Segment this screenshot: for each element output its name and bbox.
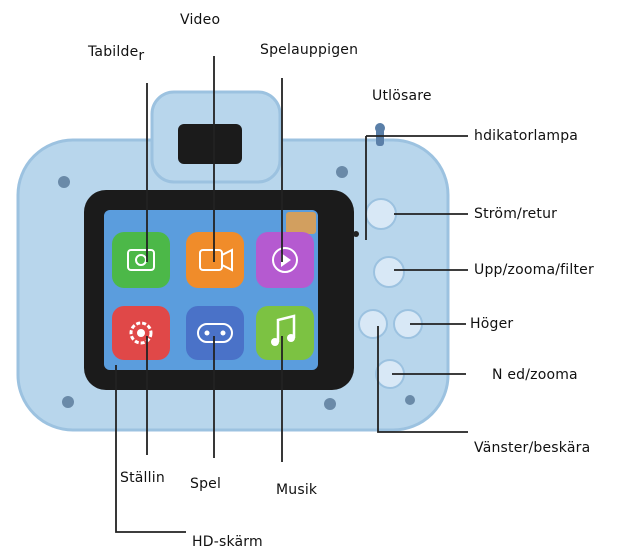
label-right: Höger: [470, 316, 514, 332]
power-button: [365, 198, 397, 230]
play-icon: [256, 232, 314, 288]
viewfinder-window: [178, 124, 242, 164]
indicator-light: [353, 231, 359, 237]
video-icon: [186, 232, 244, 288]
label-up: Upp/zooma/filter: [474, 262, 594, 278]
label-indicator: hdikatorlampa: [474, 128, 579, 144]
label-games: Spel: [190, 476, 222, 492]
leader-lines: [115, 56, 468, 533]
label-hd-screen: HD-skärm: [192, 534, 263, 550]
screw: [336, 166, 348, 178]
left-button: [358, 309, 388, 339]
screw: [62, 396, 74, 408]
label-take-photo: Tabilder: [88, 44, 145, 64]
screw: [405, 395, 415, 405]
screw: [324, 398, 336, 410]
camera-icon: [112, 232, 170, 288]
label-left: Vänster/beskära: [474, 440, 591, 456]
gamepad-icon: [186, 306, 244, 360]
screw: [58, 176, 70, 188]
label-settings: Ställin: [120, 470, 165, 486]
music-icon: [256, 306, 314, 360]
label-power: Ström/retur: [474, 206, 558, 222]
up-button: [373, 256, 405, 288]
label-music: Musik: [276, 482, 318, 498]
label-down: N ed/zooma: [492, 367, 578, 383]
label-shutter: Utlösare: [372, 88, 432, 104]
settings-icon: [112, 306, 170, 360]
label-playback: Spelauppigen: [260, 42, 359, 58]
label-video: Video: [180, 12, 221, 28]
